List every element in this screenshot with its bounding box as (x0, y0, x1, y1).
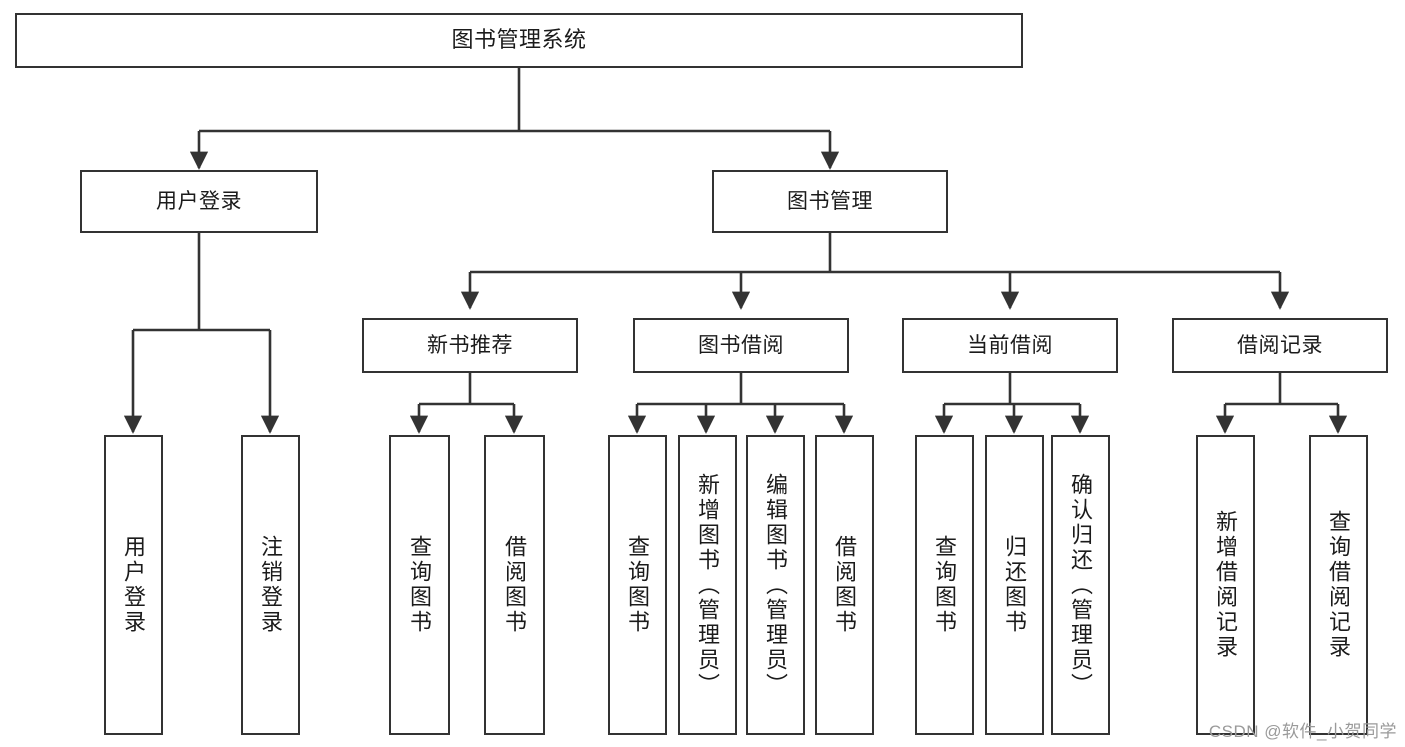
node-new-book-recommend[interactable]: 新书推荐 (362, 318, 578, 373)
node-leaf-return-book[interactable]: 归还图书 (985, 435, 1044, 735)
node-label: 当前借阅 (967, 333, 1053, 357)
node-label: 图书借阅 (698, 333, 784, 357)
watermark-text: CSDN @软件_小贺同学 (1208, 722, 1397, 741)
node-book-manage[interactable]: 图书管理 (712, 170, 948, 233)
node-label: 新书推荐 (427, 333, 513, 357)
node-label: 确认归还（管理员） (1068, 472, 1094, 698)
node-label: 注销登录 (258, 535, 284, 635)
node-label: 图书管理 (787, 189, 873, 213)
node-current-borrow[interactable]: 当前借阅 (902, 318, 1118, 373)
node-label: 借阅记录 (1237, 333, 1323, 357)
node-root-book-management-system[interactable]: 图书管理系统 (15, 13, 1023, 68)
node-label: 图书管理系统 (451, 27, 587, 53)
node-leaf-borrow-book-2[interactable]: 借阅图书 (815, 435, 874, 735)
node-leaf-borrow-book-1[interactable]: 借阅图书 (484, 435, 545, 735)
node-label: 查询图书 (932, 535, 958, 635)
node-leaf-user-login[interactable]: 用户登录 (104, 435, 163, 735)
node-label: 查询图书 (625, 535, 651, 635)
node-leaf-query-book-1[interactable]: 查询图书 (389, 435, 450, 735)
node-label: 借阅图书 (832, 535, 858, 635)
node-leaf-add-book[interactable]: 新增图书（管理员） (678, 435, 737, 735)
node-leaf-query-book-2[interactable]: 查询图书 (608, 435, 667, 735)
node-label: 新增借阅记录 (1213, 510, 1239, 660)
node-leaf-logout-login[interactable]: 注销登录 (241, 435, 300, 735)
node-book-borrow[interactable]: 图书借阅 (633, 318, 849, 373)
node-leaf-add-record[interactable]: 新增借阅记录 (1196, 435, 1255, 735)
node-leaf-confirm-return[interactable]: 确认归还（管理员） (1051, 435, 1110, 735)
node-borrow-record[interactable]: 借阅记录 (1172, 318, 1388, 373)
node-leaf-query-book-3[interactable]: 查询图书 (915, 435, 974, 735)
node-label: 新增图书（管理员） (695, 472, 721, 698)
node-label: 用户登录 (156, 189, 242, 213)
node-label: 用户登录 (121, 535, 147, 635)
node-label: 归还图书 (1002, 535, 1028, 635)
node-leaf-edit-book[interactable]: 编辑图书（管理员） (746, 435, 805, 735)
node-label: 查询图书 (407, 535, 433, 635)
node-label: 借阅图书 (502, 535, 528, 635)
node-user-login[interactable]: 用户登录 (80, 170, 318, 233)
node-leaf-query-record[interactable]: 查询借阅记录 (1309, 435, 1368, 735)
node-label: 编辑图书（管理员） (763, 472, 789, 698)
node-label: 查询借阅记录 (1326, 510, 1352, 660)
